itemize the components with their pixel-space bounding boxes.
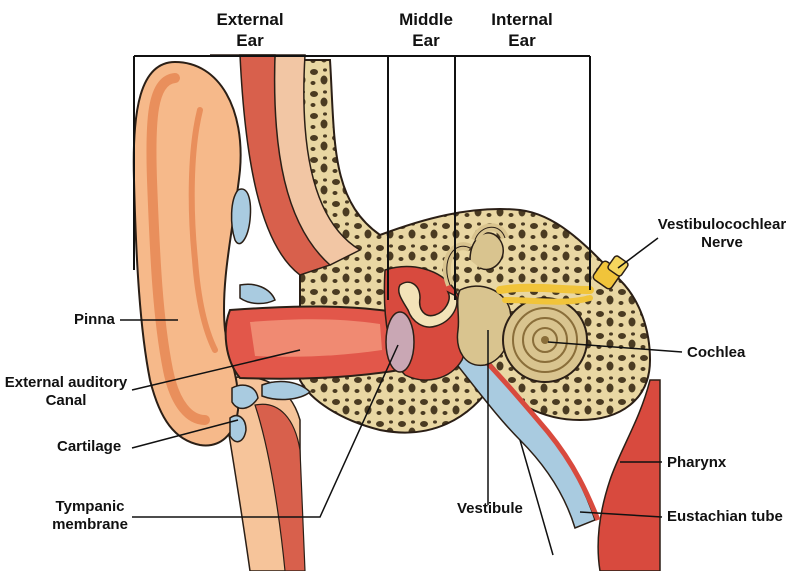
label-eustachian-tube: Eustachian tube bbox=[667, 508, 783, 525]
header-middle-line1: Middle bbox=[399, 10, 453, 29]
label-external-auditory-canal: External auditory Canal bbox=[4, 374, 128, 410]
label-tympanic-line1: Tympanic bbox=[55, 498, 125, 515]
ossicles bbox=[397, 281, 458, 328]
cartilage-mid bbox=[239, 283, 276, 305]
header-internal-line1: Internal bbox=[491, 10, 553, 29]
cartilage-lower-1 bbox=[231, 384, 259, 410]
header-internal-ear: Internal Ear bbox=[472, 9, 572, 51]
cartilage-lower-3 bbox=[229, 414, 247, 443]
label-external-canal-line1: External auditory bbox=[4, 374, 128, 391]
label-external-canal-line2: Canal bbox=[45, 392, 87, 409]
leader-lines bbox=[120, 237, 683, 556]
pharynx-shape bbox=[597, 379, 661, 571]
cartilage-upper bbox=[230, 188, 252, 245]
header-internal-line2: Ear bbox=[508, 31, 536, 50]
cartilage-lower-2 bbox=[261, 380, 312, 401]
header-external-line1: External bbox=[216, 10, 284, 29]
label-cochlea: Cochlea bbox=[687, 344, 746, 361]
muscle-strip bbox=[239, 54, 332, 276]
pinna-antihelix bbox=[188, 107, 218, 353]
label-vestibulocochlear-nerve: Vestibulocochlear Nerve bbox=[652, 216, 792, 252]
semicircular-canals bbox=[442, 223, 509, 287]
eustachian-lining bbox=[468, 343, 601, 521]
label-vestibule: Vestibule bbox=[457, 500, 523, 517]
label-pharynx: Pharynx bbox=[667, 454, 727, 471]
label-vestibulocochlear-line1: Vestibulocochlear bbox=[657, 216, 787, 233]
header-external-ear: External Ear bbox=[200, 9, 300, 51]
header-middle-line2: Ear bbox=[412, 31, 440, 50]
lower-muscle bbox=[254, 403, 306, 571]
label-pinna: Pinna bbox=[74, 311, 115, 328]
label-tympanic-membrane: Tympanic membrane bbox=[48, 498, 132, 534]
nerve-fibers bbox=[496, 283, 594, 294]
header-external-line2: Ear bbox=[236, 31, 264, 50]
auditory-canal-highlight bbox=[250, 319, 382, 357]
cochlea-shape bbox=[502, 297, 588, 383]
region-brackets bbox=[133, 55, 591, 300]
label-tympanic-line2: membrane bbox=[52, 516, 128, 533]
label-vestibulocochlear-line2: Nerve bbox=[701, 234, 743, 251]
header-middle-ear: Middle Ear bbox=[376, 9, 476, 51]
label-cartilage: Cartilage bbox=[57, 438, 122, 455]
nerve-end bbox=[592, 255, 629, 290]
nerve-fibers-2 bbox=[502, 295, 593, 305]
pinna-helix bbox=[146, 73, 210, 425]
